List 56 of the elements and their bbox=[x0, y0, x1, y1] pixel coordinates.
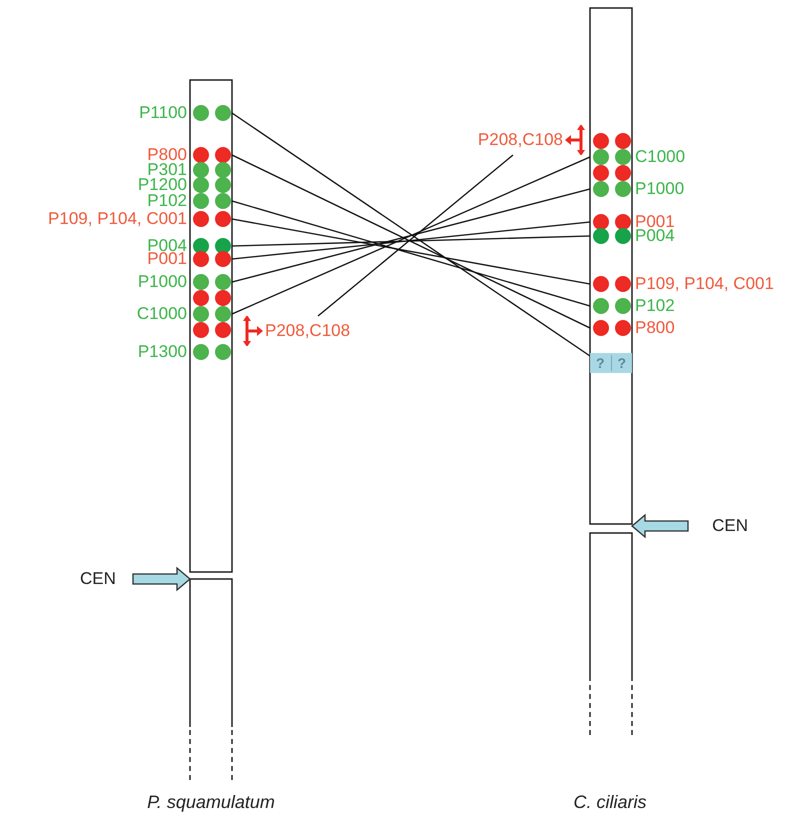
chromosome-marker bbox=[590, 227, 675, 245]
chromosome-marker bbox=[590, 180, 684, 198]
marker-label: P102 bbox=[147, 192, 187, 210]
chromosome-marker bbox=[138, 273, 232, 291]
chromosome-marker bbox=[590, 297, 675, 315]
connector-line bbox=[232, 200, 590, 307]
chromosome-marker bbox=[147, 146, 232, 164]
unknown-marker-box bbox=[590, 353, 632, 373]
chromosome-marker bbox=[147, 192, 232, 210]
chromosome-marker bbox=[147, 250, 232, 268]
marker-dots bbox=[190, 321, 232, 339]
marker-label: C1000 bbox=[635, 148, 686, 166]
chromosome-marker bbox=[138, 343, 232, 361]
connector-line bbox=[232, 218, 590, 285]
connector-line bbox=[232, 235, 590, 247]
centromere-text: CEN bbox=[80, 569, 116, 589]
chromosome-marker bbox=[590, 148, 686, 166]
marker-label: P1300 bbox=[138, 343, 187, 361]
connector-line bbox=[232, 188, 590, 283]
marker-label: P208,C108 bbox=[478, 131, 563, 149]
marker-label: P004 bbox=[635, 227, 675, 245]
connector-line bbox=[232, 112, 590, 357]
marker-label: P301 bbox=[147, 161, 187, 179]
chromosome-marker bbox=[590, 319, 675, 337]
chromosome-marker bbox=[138, 176, 232, 194]
chromosome-marker bbox=[590, 275, 774, 293]
chromosome-marker bbox=[48, 210, 232, 228]
marker-label: P208,C108 bbox=[265, 322, 350, 340]
marker-dots bbox=[590, 164, 632, 182]
marker-label: P109, P104, C001 bbox=[635, 275, 774, 293]
chromosome-marker bbox=[147, 161, 232, 179]
chromosome-marker bbox=[136, 305, 232, 323]
connector-line bbox=[318, 154, 514, 316]
marker-label: P1000 bbox=[635, 180, 684, 198]
marker-label: P102 bbox=[635, 297, 675, 315]
marker-range bbox=[243, 316, 350, 346]
centromere-text: CEN bbox=[712, 516, 748, 536]
marker-label: P800 bbox=[147, 146, 187, 164]
centromere-arrow bbox=[132, 566, 191, 592]
marker-label: P109, P104, C001 bbox=[48, 210, 187, 228]
chromosome-marker bbox=[590, 213, 675, 231]
species-name: C. ciliaris bbox=[574, 792, 646, 813]
centromere-arrow bbox=[631, 514, 689, 538]
chromosome-marker bbox=[139, 104, 232, 122]
marker-label: C1000 bbox=[136, 305, 187, 323]
species-name: P. squamulatum bbox=[147, 792, 275, 813]
marker-label: P1100 bbox=[139, 104, 187, 122]
marker-label: P1200 bbox=[138, 176, 187, 194]
unknown-marker-label: ? bbox=[594, 355, 606, 371]
marker-label: P800 bbox=[635, 319, 675, 337]
connector-line bbox=[232, 221, 590, 260]
marker-dots bbox=[590, 132, 632, 150]
marker-dots bbox=[190, 289, 232, 307]
unknown-marker-label: ? bbox=[610, 355, 632, 371]
marker-label: P1000 bbox=[138, 273, 187, 291]
marker-range bbox=[478, 125, 585, 155]
